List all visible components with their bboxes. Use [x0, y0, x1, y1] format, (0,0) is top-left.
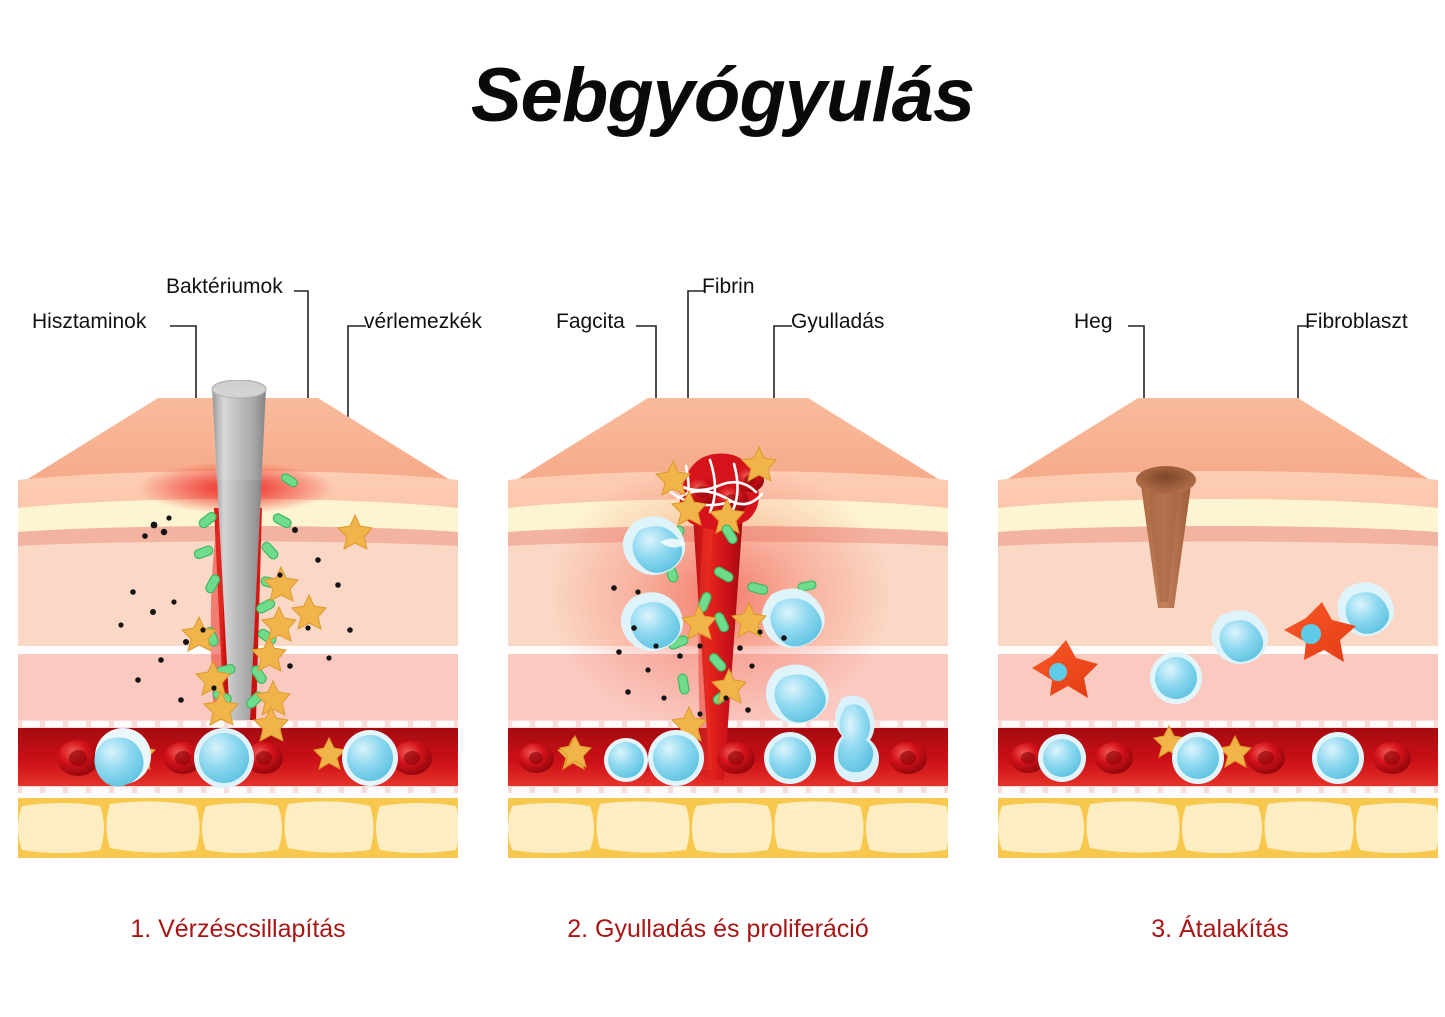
panel-remodeling [998, 380, 1438, 860]
white-blood-cells [94, 728, 398, 788]
label-gyulladas: Gyulladás [791, 310, 885, 333]
caption-panel-2: 2. Gyulladás és proliferáció [567, 915, 869, 943]
label-heg: Heg [1074, 310, 1113, 333]
leader-fibrin [687, 290, 704, 429]
panel-inflammation-proliferation [508, 380, 948, 860]
scar-wedge [1136, 466, 1196, 608]
red-blood-cells [57, 740, 432, 776]
fibroblasts [1032, 602, 1356, 698]
label-verlemezkek: vérlemezkék [364, 310, 482, 333]
label-fibrin: Fibrin [702, 275, 755, 298]
label-fibroblaszt: Fibroblaszt [1305, 310, 1408, 333]
caption-panel-1: 1. Vérzéscsillapítás [130, 915, 346, 943]
label-bakteriumok: Baktériumok [166, 275, 283, 298]
page-title: Sebgyógyulás [470, 53, 975, 138]
fibrin-clot [654, 445, 777, 534]
label-hisztaminok: Hisztaminok [32, 310, 147, 333]
panel-hemostasis [18, 380, 458, 860]
label-fagcita: Fagcita [556, 310, 625, 333]
caption-panel-3: 3. Átalakítás [1151, 915, 1289, 943]
white-blood-cells-dermis [1150, 582, 1395, 704]
phagocytes [620, 516, 829, 724]
